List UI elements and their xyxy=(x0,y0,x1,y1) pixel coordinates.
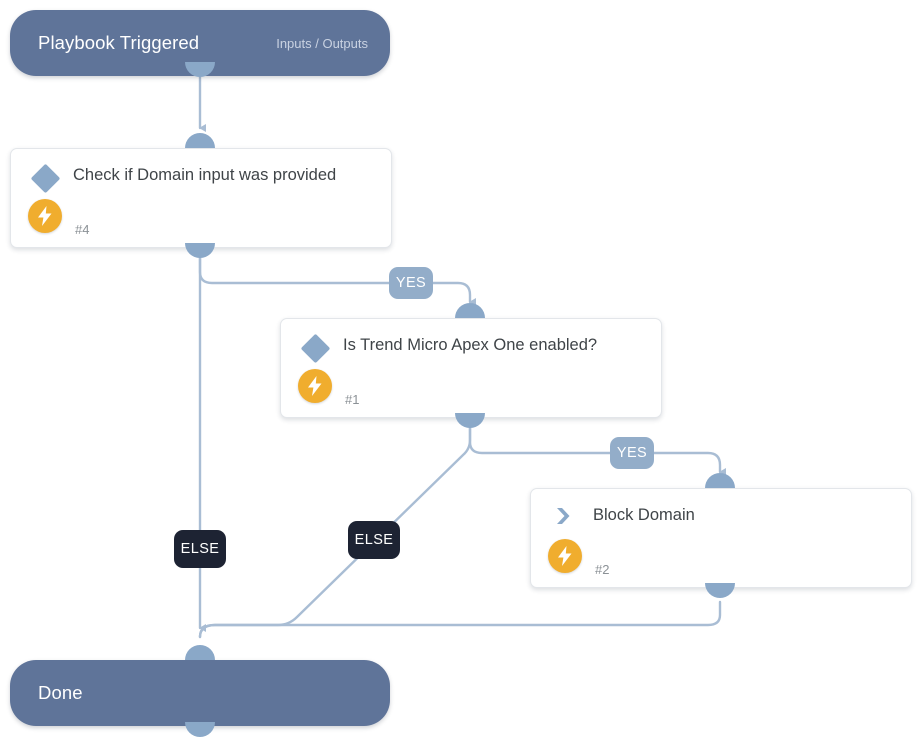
node-done[interactable]: Done xyxy=(10,660,390,726)
lightning-bolt-icon xyxy=(28,199,62,233)
edge-apex-yes xyxy=(468,426,612,455)
decision-diamond-icon xyxy=(300,333,331,364)
port-in-check-domain[interactable] xyxy=(185,133,215,148)
lightning-bolt-icon xyxy=(548,539,582,573)
inputs-outputs-link[interactable]: Inputs / Outputs xyxy=(276,35,368,51)
block-domain-step-number: #2 xyxy=(595,562,610,577)
edge-yes-to-apex xyxy=(430,281,476,306)
port-out-check-domain[interactable] xyxy=(185,243,215,258)
branch-label-else-check-domain[interactable]: ELSE xyxy=(174,530,226,568)
branch-label-yes-check-domain[interactable]: YES xyxy=(389,267,433,299)
branch-label-yes-text: YES xyxy=(616,445,648,461)
done-title: Done xyxy=(38,682,83,703)
edge-block-to-done xyxy=(198,600,722,639)
edge-yes2-to-block xyxy=(651,451,726,476)
node-check-domain[interactable]: Check if Domain input was provided #4 xyxy=(10,148,392,248)
port-in-block-domain[interactable] xyxy=(705,473,735,488)
branch-label-else-text: ELSE xyxy=(180,541,220,557)
node-apex-enabled[interactable]: Is Trend Micro Apex One enabled? #1 xyxy=(280,318,662,418)
action-chevron-icon xyxy=(551,503,581,533)
branch-label-yes-apex-enabled[interactable]: YES xyxy=(610,437,654,469)
check-domain-step-number: #4 xyxy=(75,222,90,237)
port-out-trigger[interactable] xyxy=(185,62,215,77)
apex-enabled-step-number: #1 xyxy=(345,392,360,407)
port-in-apex-enabled[interactable] xyxy=(455,303,485,318)
branch-label-else-text: ELSE xyxy=(354,532,394,548)
port-out-block-domain[interactable] xyxy=(705,583,735,598)
port-out-done[interactable] xyxy=(185,722,215,737)
port-in-done[interactable] xyxy=(185,645,215,660)
block-domain-title: Block Domain xyxy=(593,506,695,524)
check-domain-title: Check if Domain input was provided xyxy=(73,166,337,184)
node-block-domain[interactable]: Block Domain #2 xyxy=(530,488,912,588)
branch-label-yes-text: YES xyxy=(395,275,427,291)
port-out-apex-enabled[interactable] xyxy=(455,413,485,428)
edge-check-yes xyxy=(198,256,391,285)
decision-diamond-icon xyxy=(30,163,61,194)
playbook-triggered-title: Playbook Triggered xyxy=(38,32,200,53)
branch-label-else-apex-enabled[interactable]: ELSE xyxy=(348,521,400,559)
lightning-bolt-icon xyxy=(298,369,332,403)
apex-enabled-title: Is Trend Micro Apex One enabled? xyxy=(343,336,598,354)
edge-apex-else xyxy=(198,426,472,639)
